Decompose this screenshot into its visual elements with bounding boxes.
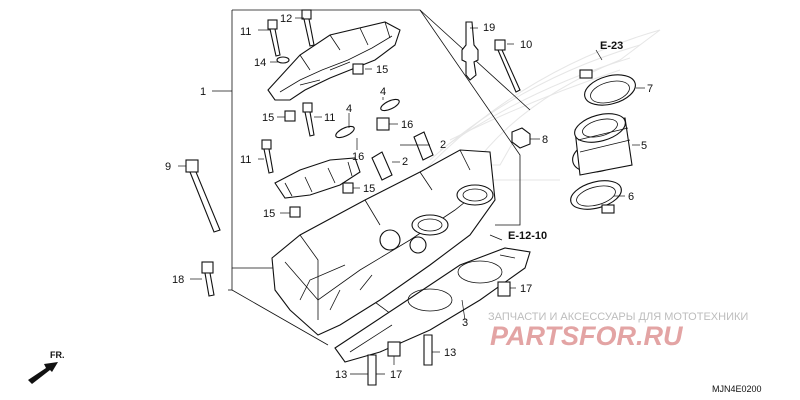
bolt-9 (185, 159, 221, 233)
dowel-pins (284, 63, 511, 386)
callout-12: 12 (280, 13, 292, 25)
callout-13-b: 13 (335, 369, 347, 381)
callout-6: 6 (628, 191, 634, 203)
callout-9: 9 (165, 161, 171, 173)
bolts-upper (261, 9, 315, 174)
callout-11-b: 11 (324, 112, 335, 124)
callout-15-d: 15 (263, 208, 275, 220)
callout-4-a: 4 (346, 103, 352, 115)
watermark-brand: PARTSFOR.RU (490, 321, 684, 351)
callout-3: 3 (462, 317, 468, 329)
callout-17-a: 17 (520, 283, 532, 295)
callout-11-c: 11 (240, 154, 251, 166)
o-rings (276, 56, 400, 139)
callout-7: 7 (647, 83, 653, 95)
cylinder-head (271, 149, 496, 336)
watermark-subtitle: ЗАПЧАСТИ И АКСЕССУАРЫ ДЛЯ МОТОТЕХНИКИ (488, 311, 748, 323)
spark-plug (461, 21, 479, 81)
callout-19: 19 (483, 22, 495, 34)
callout-11-a: 11 (240, 26, 251, 38)
callout-4-b: 4 (380, 86, 386, 98)
callout-17-b: 17 (390, 369, 402, 381)
ref-e1210[interactable]: E-12-10 (508, 230, 547, 242)
callout-15-a: 15 (376, 64, 388, 76)
callout-numbers: 11 12 14 15 1 15 11 4 4 16 16 2 2 11 9 1… (165, 13, 653, 381)
front-label: FR. (50, 350, 65, 360)
callout-8: 8 (542, 134, 548, 146)
callout-16-a: 16 (401, 119, 413, 131)
callout-13-a: 13 (444, 347, 456, 359)
front-arrow-icon: FR. (28, 350, 65, 384)
band-6 (570, 180, 622, 214)
callout-15-b: 15 (262, 112, 274, 124)
callout-2-a: 2 (440, 139, 446, 151)
callout-14: 14 (254, 57, 266, 69)
leader-lines (178, 17, 645, 375)
bolt-18 (201, 261, 215, 297)
cam-holder-upper (267, 21, 401, 101)
diagram-code: MJN4E0200 (712, 384, 762, 394)
callout-16-b: 16 (352, 151, 364, 163)
ref-e23[interactable]: E-23 (600, 40, 623, 52)
band-7 (579, 69, 636, 106)
callout-2-b: 2 (402, 156, 408, 168)
callout-15-c: 15 (363, 183, 375, 195)
cam-holder-lower (274, 157, 361, 199)
bolt-10 (494, 39, 521, 93)
nut-8 (511, 127, 531, 149)
callout-18: 18 (172, 274, 184, 286)
callout-5: 5 (641, 140, 647, 152)
callout-10: 10 (520, 39, 532, 51)
insulator-5 (572, 113, 633, 176)
callout-1: 1 (200, 86, 206, 98)
